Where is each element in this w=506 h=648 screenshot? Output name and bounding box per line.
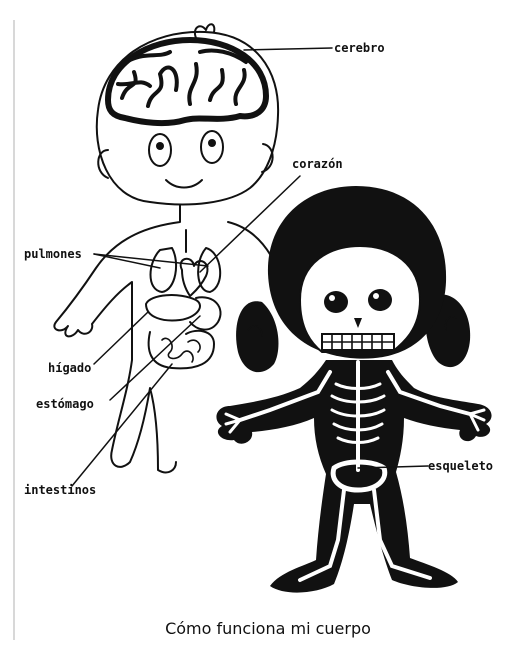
boy-left-pupil (156, 142, 164, 150)
left-eye-socket (324, 291, 348, 313)
label-intestines: intestinos (24, 483, 96, 497)
leader-stomach (110, 316, 200, 400)
left-pigtail (236, 301, 278, 372)
label-brain: cerebro (334, 41, 385, 55)
liver (146, 295, 200, 320)
label-lungs: pulmones (24, 247, 82, 261)
skeleton-girl (216, 186, 491, 593)
label-skeleton: esqueleto (428, 459, 493, 473)
boy-right-pupil (208, 139, 216, 147)
intestines (149, 331, 214, 369)
leader-liver (94, 312, 148, 364)
leader-brain (244, 48, 332, 50)
boy-mouth (166, 180, 202, 188)
label-heart: corazón (292, 157, 343, 171)
label-liver: hígado (48, 361, 91, 375)
leader-lungs-a (94, 254, 160, 268)
right-eye-socket (368, 289, 392, 311)
page-caption: Cómo funciona mi cuerpo (165, 619, 371, 638)
skeleton-body (216, 360, 491, 593)
label-stomach: estómago (36, 397, 94, 411)
